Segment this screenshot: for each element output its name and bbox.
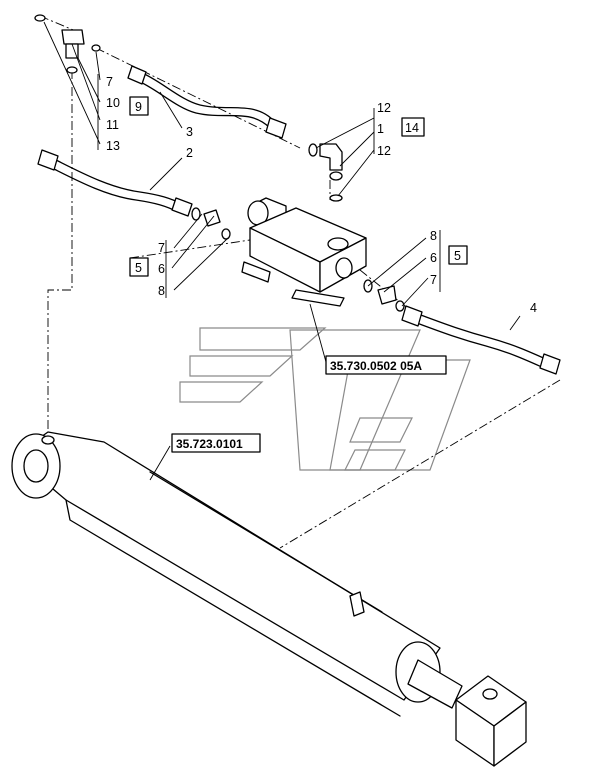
pipe-3 <box>127 65 287 139</box>
hydraulic-cylinder <box>11 431 463 717</box>
valve-block <box>241 197 367 307</box>
elbow-fitting <box>308 143 343 202</box>
callout-labels: 7 10 11 13 3 2 12 1 12 7 6 8 8 6 7 4 <box>106 75 537 315</box>
group-5-left: 5 <box>135 261 142 275</box>
callout-11: 11 <box>106 118 119 132</box>
callout-12-top: 12 <box>377 101 391 115</box>
left-adapters <box>191 207 231 240</box>
pipe-4 <box>401 305 561 375</box>
callout-8-left: 8 <box>158 284 165 298</box>
rod-end-block <box>455 675 527 767</box>
group-5-right: 5 <box>454 249 461 263</box>
group-9: 9 <box>135 100 142 114</box>
leader-lines <box>43 21 521 481</box>
callout-3: 3 <box>186 125 193 139</box>
pipe-2 <box>37 149 193 217</box>
callout-1: 1 <box>377 122 384 136</box>
callout-7-right: 7 <box>430 273 437 287</box>
callout-6-left: 6 <box>158 262 165 276</box>
callout-13: 13 <box>106 139 120 153</box>
cylinder-reference: 35.723.0101 <box>176 437 243 451</box>
callout-10: 10 <box>106 96 120 110</box>
tee-fitting <box>34 14 101 74</box>
valve-reference: 35.730.0502 05A <box>330 359 422 373</box>
callout-8-right: 8 <box>430 229 437 243</box>
callout-7-left: 7 <box>158 241 165 255</box>
reference-boxes: 35.730.0502 05A 35.723.0101 <box>171 355 447 453</box>
callout-7-top: 7 <box>106 75 113 89</box>
group-boxes: 9 14 5 5 <box>129 96 468 277</box>
callout-12-bottom: 12 <box>377 144 391 158</box>
group-14: 14 <box>405 121 419 135</box>
callout-2: 2 <box>186 146 193 160</box>
callout-6-right: 6 <box>430 251 437 265</box>
callout-4: 4 <box>530 301 537 315</box>
